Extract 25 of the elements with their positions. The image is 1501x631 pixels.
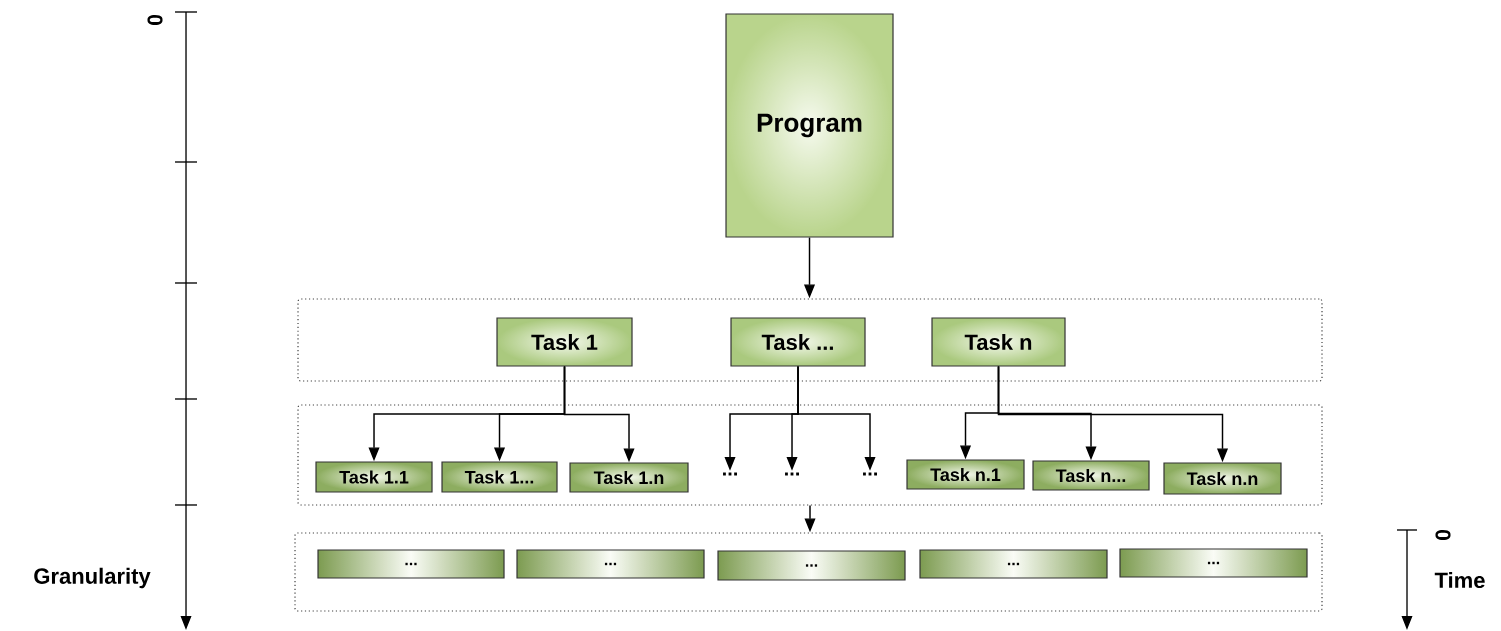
axis-label: 0 [1435, 529, 1451, 541]
task-box: Task n [931, 317, 1066, 367]
subtask-box: Task 1... [441, 461, 558, 493]
ellipsis-text: ... [785, 472, 799, 476]
axis-label: Granularity [34, 567, 151, 589]
ellipsis-text: ... [863, 472, 877, 476]
task-bar: ... [717, 550, 906, 581]
ellipsis-text: ... [723, 472, 737, 476]
task-box: Task 1 [496, 317, 633, 367]
subtask-box: Task n.n [1163, 462, 1282, 495]
dotted-frame [297, 404, 1323, 506]
subtask-box: Task 1.1 [315, 461, 433, 493]
dotted-frame [297, 298, 1323, 382]
task-bar: ... [516, 549, 705, 579]
dotted-frame [294, 532, 1323, 612]
task-bar: ... [317, 549, 505, 579]
task-bar: ... [1119, 548, 1308, 578]
axis-label: Time [1434, 571, 1485, 589]
task-box: Task ... [730, 317, 866, 367]
task-bar: ... [919, 549, 1108, 579]
program-box: Program [725, 13, 894, 238]
subtask-box: Task n.1 [906, 459, 1025, 490]
subtask-box: Task 1.n [569, 462, 689, 493]
subtask-box: Task n... [1032, 460, 1150, 491]
axis-label: 0 [147, 14, 163, 26]
